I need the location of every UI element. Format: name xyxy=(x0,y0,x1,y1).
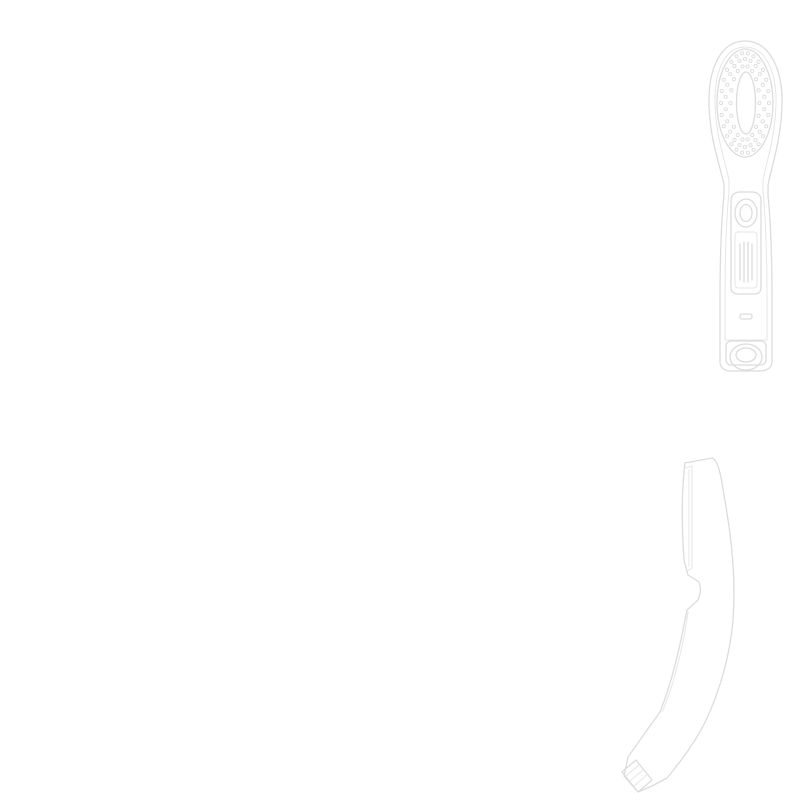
nozzle-dot xyxy=(740,137,745,142)
nozzle-dot xyxy=(728,100,733,106)
nozzle-dot xyxy=(740,150,745,155)
nozzle-dot xyxy=(737,58,742,63)
indicator-slot xyxy=(739,313,753,320)
spray-face-center-oval xyxy=(735,71,757,135)
nozzle-dot xyxy=(740,51,745,56)
nozzle-dot xyxy=(751,147,756,152)
nozzle-dot xyxy=(750,68,755,74)
nozzle-dot xyxy=(764,124,769,129)
nozzle-dot xyxy=(760,119,765,124)
nozzle-dot xyxy=(751,54,756,59)
nozzle-dot xyxy=(725,82,730,87)
nozzle-dot xyxy=(760,134,766,139)
nozzle-dot xyxy=(762,107,767,112)
nozzle-dot xyxy=(723,107,728,112)
selector-button-outer xyxy=(734,198,758,228)
nozzle-dot xyxy=(742,56,748,62)
nozzle-dot xyxy=(719,88,724,94)
nozzle-dot xyxy=(725,119,730,124)
nozzle-dot xyxy=(745,51,750,56)
nozzle-dot xyxy=(729,88,734,93)
nozzle-dot xyxy=(742,144,748,150)
nozzle-dot xyxy=(732,137,737,143)
nozzle-dot xyxy=(721,77,726,82)
nozzle-dot xyxy=(757,129,762,134)
nozzle-dot xyxy=(766,100,772,106)
nozzle-dot xyxy=(724,134,730,139)
nozzle-dot xyxy=(719,112,724,118)
nozzle-dot xyxy=(728,72,733,77)
nozzle-dot xyxy=(760,82,765,87)
nozzle-dot xyxy=(735,68,740,74)
front-view-outer-outline xyxy=(708,40,783,372)
nozzle-dot xyxy=(766,112,771,118)
nozzle-dot xyxy=(756,113,761,118)
nozzle-dot xyxy=(756,88,761,93)
nozzle-dot xyxy=(766,88,771,94)
side-view-body-ridge xyxy=(661,611,689,713)
nozzle-dot xyxy=(745,150,750,155)
nozzle-dot xyxy=(734,54,739,59)
front-view-inner-outline xyxy=(714,46,777,341)
selector-button-inner xyxy=(739,203,753,223)
nozzle-dot xyxy=(756,59,761,64)
nozzle-dot xyxy=(724,67,730,72)
nozzle-dot xyxy=(728,129,733,134)
nozzle-dot xyxy=(762,94,767,99)
nozzle-dot xyxy=(740,64,745,69)
nozzle-dot xyxy=(764,77,769,82)
selector-housing xyxy=(730,191,762,295)
spray-face-outer-ring xyxy=(716,48,774,158)
selector-grip-lines xyxy=(739,241,753,283)
selector-housing-inner xyxy=(734,231,758,289)
nozzle-dot xyxy=(731,77,736,82)
nozzle-dot xyxy=(754,124,759,129)
shower-head-side-view xyxy=(621,457,735,793)
nozzle-dot xyxy=(729,113,734,118)
nozzle-dot xyxy=(734,147,739,152)
nozzle-dot xyxy=(731,124,736,129)
connector-nut-inner xyxy=(735,347,757,363)
spray-nozzles xyxy=(718,51,772,155)
side-view-nozzle-cap xyxy=(621,759,653,793)
shower-head-front-view xyxy=(708,40,783,372)
nozzle-dot xyxy=(723,94,728,99)
nozzle-dot xyxy=(748,58,753,63)
nozzle-dot xyxy=(756,142,761,147)
nozzle-dot xyxy=(718,100,724,106)
nozzle-dot xyxy=(729,59,734,64)
nozzle-dot xyxy=(757,72,762,77)
side-view-outer-outline xyxy=(623,457,735,793)
nozzle-dot xyxy=(750,132,755,138)
connector-nut-outer xyxy=(729,343,763,371)
nozzle-dot xyxy=(748,143,753,148)
nozzle-dot xyxy=(745,137,750,142)
side-view-face-plate xyxy=(685,465,693,573)
side-view-nozzle-thread xyxy=(625,763,649,787)
nozzle-dot xyxy=(745,64,750,69)
nozzle-dot xyxy=(753,63,758,69)
nozzle-dot xyxy=(737,143,742,148)
nozzle-dot xyxy=(735,132,740,138)
nozzle-dot xyxy=(729,142,734,147)
nozzle-dot xyxy=(732,63,737,69)
nozzle-dot xyxy=(753,137,758,143)
nozzle-dot xyxy=(757,100,762,106)
nozzle-dot xyxy=(721,124,726,129)
connector-base xyxy=(725,340,767,366)
nozzle-dot xyxy=(760,67,766,72)
nozzle-dot xyxy=(754,77,759,82)
